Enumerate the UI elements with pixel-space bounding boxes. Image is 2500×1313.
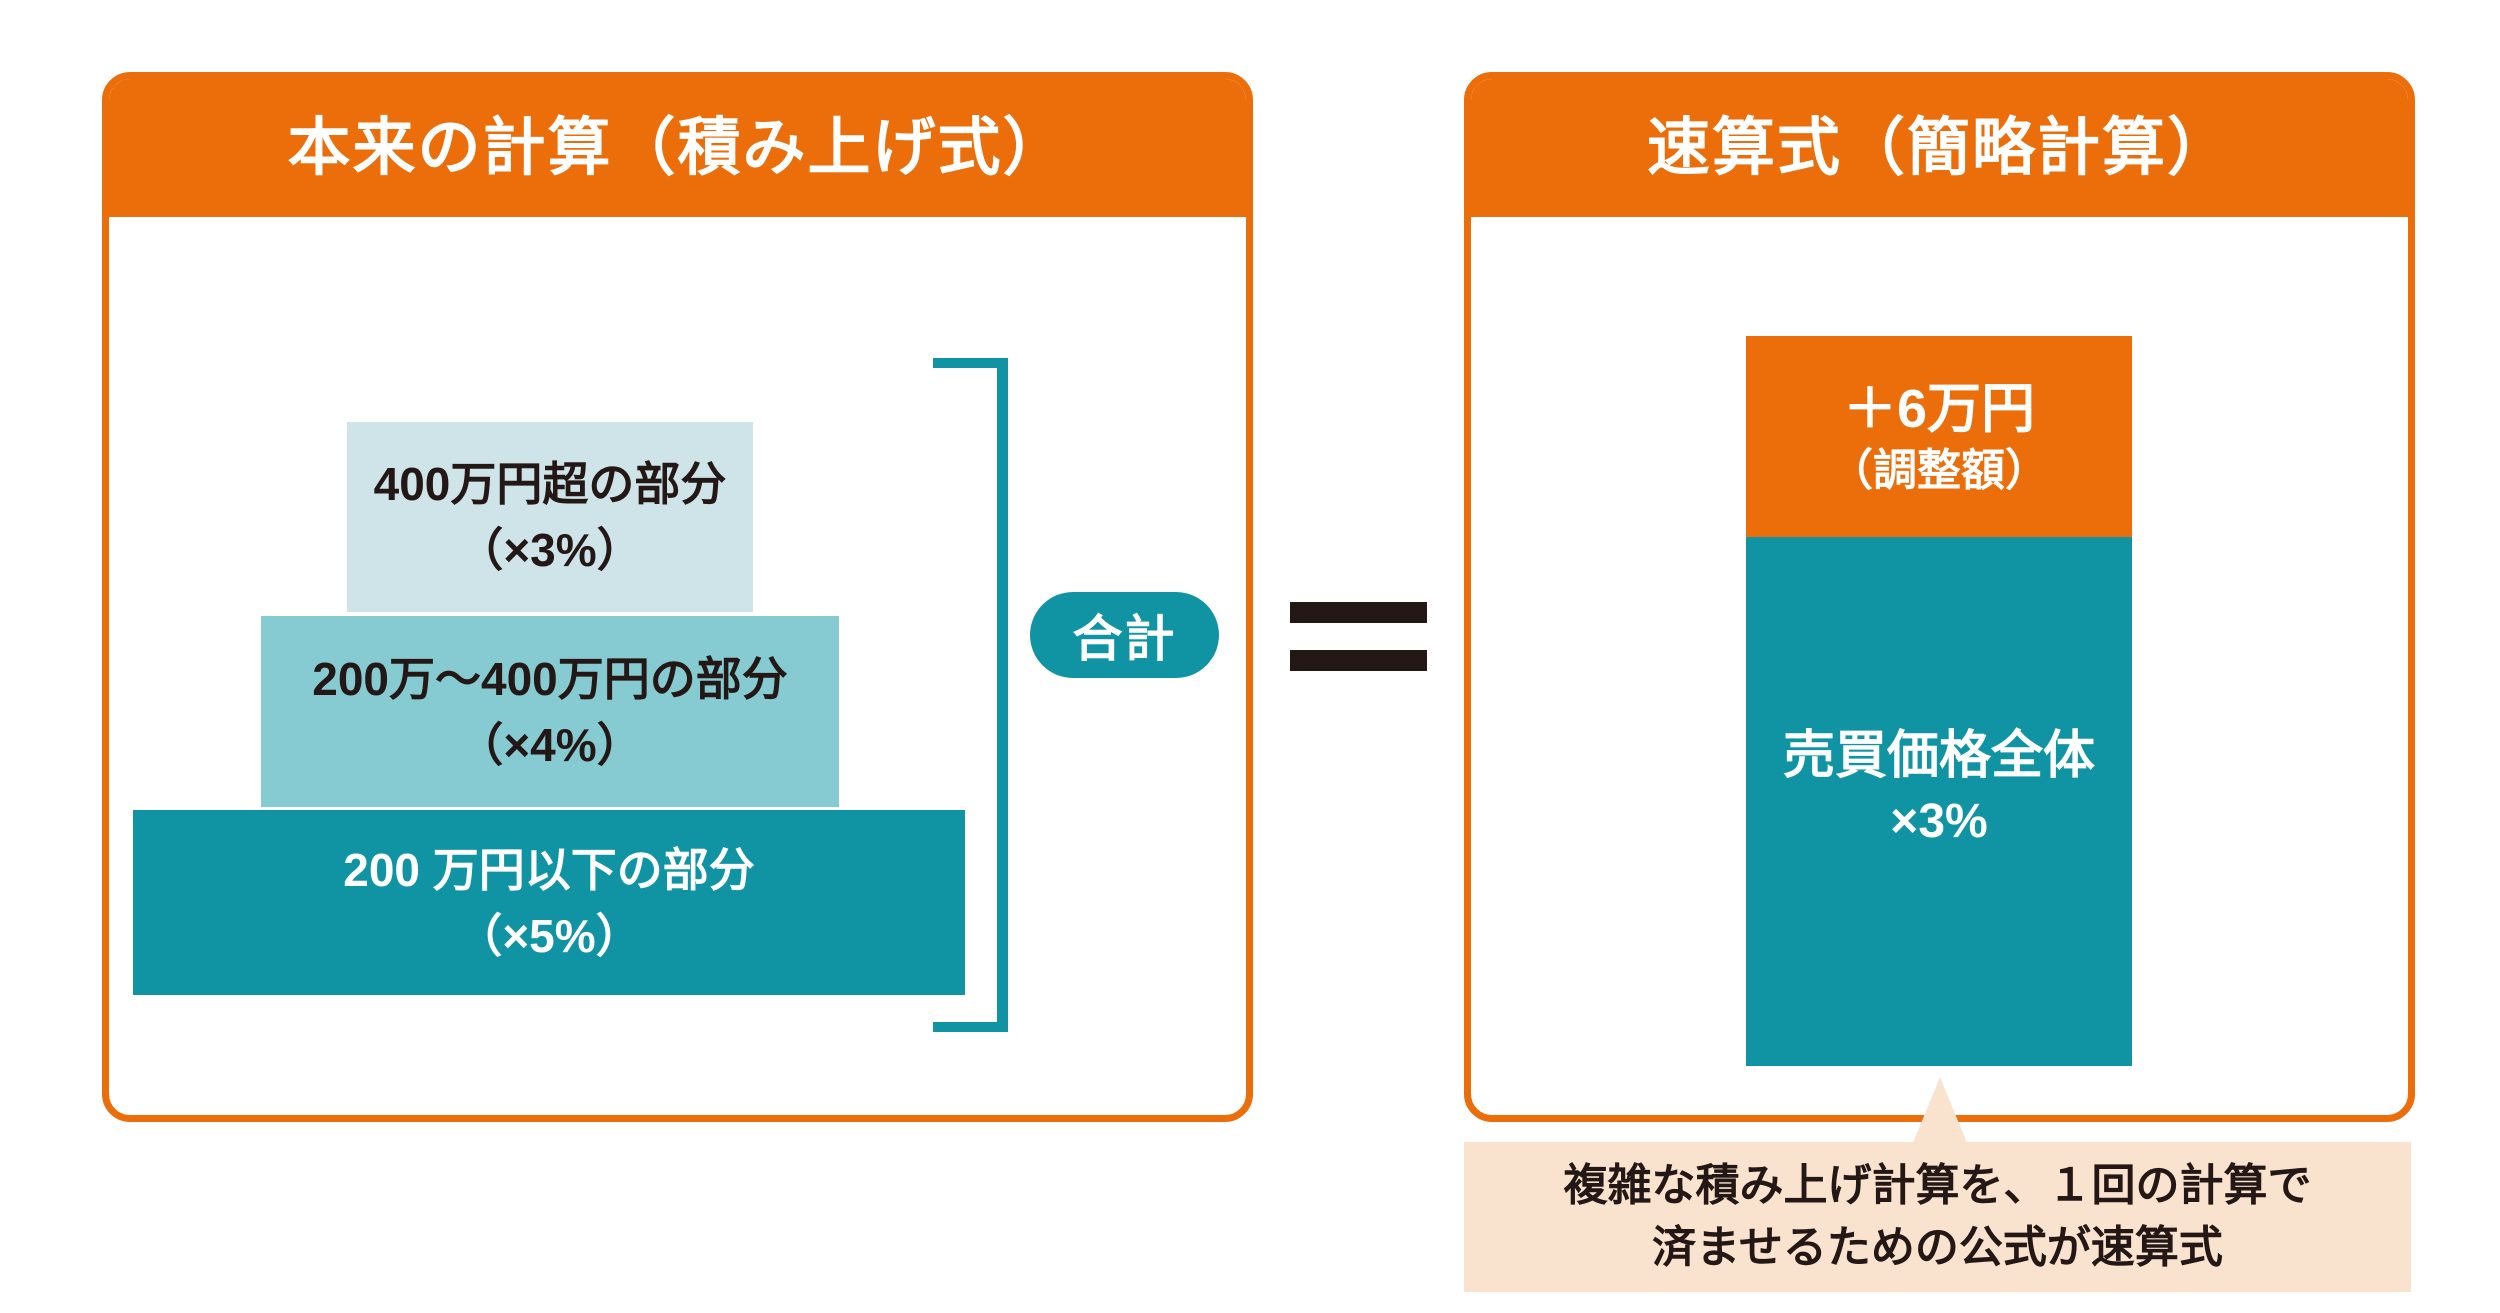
adjustment-note: （調整額） — [1829, 445, 2049, 495]
tier-under-2m-label: 200 万円以下の部分 — [343, 843, 755, 896]
total-badge-label: 合計 — [1072, 611, 1177, 667]
stacked-panel-title: 本来の計算（積み上げ式） — [287, 112, 1068, 183]
callout-triangle-icon — [1913, 1077, 1967, 1143]
tier-2m-to-4m-rate: （×4%） — [457, 718, 643, 771]
adjustment-segment: ＋6万円 （調整額） — [1746, 336, 2132, 537]
tier-under-2m: 200 万円以下の部分 （×5%） — [133, 810, 965, 995]
stacked-panel-header: 本来の計算（積み上げ式） — [109, 79, 1246, 217]
base-label: 売買価格全体 — [1782, 726, 2095, 785]
equals-icon — [1290, 602, 1427, 671]
base-rate: ×3% — [1890, 794, 1988, 848]
quick-formula-box: ＋6万円 （調整額） 売買価格全体 ×3% — [1746, 336, 2132, 1066]
equals-bar-top — [1290, 602, 1427, 623]
tier-under-2m-rate: （×5%） — [456, 909, 642, 962]
total-bracket-icon — [933, 358, 1008, 1032]
quick-panel-header: 速算式（簡略計算） — [1471, 79, 2408, 217]
total-badge: 合計 — [1030, 592, 1219, 678]
quick-panel-title: 速算式（簡略計算） — [1647, 112, 2232, 183]
tier-over-4m-label: 400万円超の部分 — [373, 458, 727, 510]
tier-2m-to-4m: 200万〜400万円の部分 （×4%） — [261, 616, 839, 807]
base-segment: 売買価格全体 ×3% — [1746, 537, 2132, 1066]
note-line-1: 複雑な積み上げ計算を、１回の計算で — [1563, 1161, 2312, 1210]
note-line-2: 済ませるための公式が速算式 — [1652, 1223, 2223, 1272]
tier-over-4m-rate: （×3%） — [457, 524, 643, 576]
adjustment-amount: ＋6万円 — [1842, 378, 2036, 439]
tier-over-4m: 400万円超の部分 （×3%） — [347, 422, 753, 612]
equals-bar-bottom — [1290, 650, 1427, 671]
tier-2m-to-4m-label: 200万〜400万円の部分 — [312, 652, 788, 705]
explanation-note: 複雑な積み上げ計算を、１回の計算で 済ませるための公式が速算式 — [1464, 1142, 2411, 1292]
